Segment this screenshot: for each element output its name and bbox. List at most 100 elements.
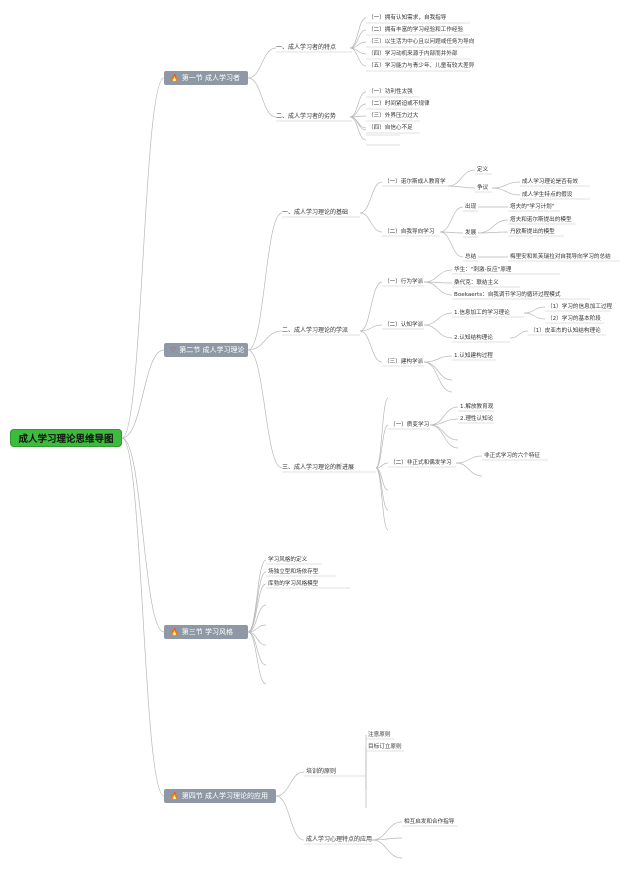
- connector-line: [359, 330, 383, 363]
- s1-b-item[interactable]: （一）功利性太强: [368, 89, 413, 95]
- s2-a2-dev-item[interactable]: 塔夫和诺尔斯提出的模型: [510, 217, 572, 223]
- root-node[interactable]: 成人学习理论思维导图: [10, 429, 122, 447]
- connector-line: [429, 406, 459, 426]
- connector-line: [121, 77, 165, 439]
- s2-branch-c[interactable]: 三、成人学习理论的新进展: [282, 464, 355, 471]
- connector-line: [275, 771, 305, 797]
- s2-c1-item[interactable]: 1.解放教育观: [460, 404, 494, 410]
- connector-line: [247, 631, 267, 685]
- s1-b-item[interactable]: （二）时间紧迫或不规律: [368, 101, 430, 107]
- connector-line: [121, 437, 165, 633]
- connector-line: [247, 77, 277, 118]
- s2-b1-item[interactable]: Boekaerts：自我调节学习的循环过程模式: [454, 292, 561, 298]
- connector-line: [371, 839, 403, 859]
- s2-b2[interactable]: （二）认知学派: [384, 322, 424, 328]
- s2-a2-dev-item[interactable]: 丹欧斯提出的模型: [510, 229, 555, 235]
- s2-b1-item[interactable]: 华生："刺激-反应"原理: [454, 267, 512, 273]
- fire-icon: 🔥: [170, 791, 179, 800]
- connector-line: [371, 837, 403, 841]
- connector-line: [375, 462, 389, 469]
- s1-a-item[interactable]: （一）拥有认知需求，自我指导: [368, 15, 447, 21]
- connector-line: [477, 219, 509, 234]
- s2-a1-dispute[interactable]: 争议: [477, 185, 489, 191]
- section-4-node[interactable]: 🔥第四节 成人学习理论的应用: [164, 789, 276, 803]
- section-1-node[interactable]: 🔥第一节 成人学习者: [164, 71, 248, 85]
- s2-b2-2-item[interactable]: （1）皮亚杰的认知结构理论: [530, 328, 601, 334]
- s3-item[interactable]: 场独立型和场依存型: [268, 569, 319, 575]
- connector-line: [247, 631, 267, 666]
- connector-line: [247, 583, 267, 633]
- s2-b2-1-item[interactable]: （1）学习的信息加工过程: [547, 304, 613, 310]
- s2-a2[interactable]: （二）自我导向学习: [384, 229, 435, 235]
- s2-branch-a[interactable]: 一、成人学习理论的基础: [282, 209, 349, 216]
- s4-branch-a[interactable]: 培训的原则: [306, 768, 337, 775]
- connector-line: [509, 330, 529, 339]
- s2-a1[interactable]: （一）诺尔斯成人教育学: [384, 179, 446, 185]
- s2-a2-appear[interactable]: 出现: [465, 204, 477, 210]
- connector-line: [447, 169, 476, 187]
- connector-line: [121, 349, 165, 439]
- connector-line: [455, 455, 483, 464]
- s2-b2-1[interactable]: 1.信息加工的学习理论: [454, 310, 510, 316]
- s2-branch-b[interactable]: 二、成人学习理论的学派: [282, 327, 349, 334]
- connector-line: [349, 17, 367, 49]
- fire-icon: 🔥: [170, 73, 179, 82]
- connector-line: [349, 116, 367, 141]
- s2-a2-sum[interactable]: 总结: [465, 254, 477, 260]
- section-3-node[interactable]: 🔥第三节 学习风格: [164, 625, 248, 639]
- s2-a1-dispute-item[interactable]: 成人学习理论是否有效: [522, 179, 578, 185]
- connector-line: [247, 624, 267, 633]
- connector-line: [523, 306, 546, 314]
- connector-line: [247, 604, 267, 633]
- connector-line: [349, 29, 367, 49]
- s2-b2-2[interactable]: 2.认知结构理论: [454, 335, 493, 341]
- connector-line: [247, 559, 267, 633]
- s4-a-item[interactable]: 注意原则: [368, 732, 391, 738]
- s2-c2-item[interactable]: 非正式学习的六个特征: [484, 453, 540, 459]
- s2-a1-dispute-item[interactable]: 成人学生特点的假设: [522, 192, 573, 198]
- s1-a-item[interactable]: （四）学习动机来源于内部而并外部: [368, 51, 458, 57]
- s2-c1-item[interactable]: 2.理性认知论: [460, 416, 494, 422]
- s2-b3-item[interactable]: 1.认知建构过程: [454, 353, 493, 359]
- s2-b1[interactable]: （一）行为学派: [384, 279, 424, 285]
- s1-a-item[interactable]: （五）学习能力与青少年、儿童有较大差异: [368, 63, 475, 69]
- s2-b1-item[interactable]: 桑代克：联结主义: [454, 280, 499, 286]
- s2-c1[interactable]: （一）质变学习: [390, 422, 430, 428]
- connector-line: [429, 418, 459, 426]
- connector-line: [429, 424, 459, 441]
- s2-a1-def[interactable]: 定义: [477, 167, 489, 173]
- connector-line: [359, 281, 383, 332]
- s4-a-item[interactable]: 目标订立原则: [368, 744, 402, 750]
- connector-line: [439, 206, 464, 233]
- connector-line: [477, 231, 509, 234]
- s1-a-item[interactable]: （三）以生活为中心且以问题或任务为导向: [368, 39, 475, 45]
- s4-b-item[interactable]: 相互启发和合作指导: [404, 819, 455, 825]
- connector-line: [375, 467, 389, 531]
- s2-b3[interactable]: （三）建构学派: [384, 359, 424, 365]
- s2-a2-appear-item[interactable]: 塔夫的"学习计划": [510, 204, 555, 210]
- s3-item[interactable]: 学习风格的定义: [268, 557, 308, 563]
- connector-line: [423, 281, 453, 296]
- section-2-node[interactable]: ♡第二节 成人学习理论: [164, 343, 248, 357]
- heart-icon: ♡: [170, 345, 177, 354]
- s1-b-item[interactable]: （三）外界压力过大: [368, 113, 419, 119]
- s1-b-item[interactable]: （四）自信心不足: [368, 125, 413, 131]
- fire-icon: 🔥: [170, 627, 179, 636]
- s4-branch-b[interactable]: 成人学习心理特点的应用: [306, 836, 373, 843]
- s3-item[interactable]: 库勃的学习风格模型: [268, 581, 319, 587]
- s1-branch-a[interactable]: 一、成人学习者的特点: [276, 44, 337, 51]
- connector-line: [247, 212, 283, 351]
- s2-a2-dev[interactable]: 发展: [465, 230, 477, 236]
- s1-branch-b[interactable]: 二、成人学习者的劣势: [276, 113, 337, 120]
- connector-line: [439, 231, 464, 234]
- connector-line: [491, 181, 521, 189]
- s1-a-item[interactable]: （二）拥有丰富的学习经验和工作经验: [368, 27, 464, 33]
- connector-line: [423, 361, 453, 393]
- s2-b2-1-item[interactable]: （2）学习的基本阶段: [547, 316, 601, 322]
- connector-line: [423, 324, 453, 339]
- s2-a2-sum-item[interactable]: 梅里安和凯芙瑞拉对自我导向学习的总结: [510, 254, 611, 260]
- section-4-label: 第四节 成人学习理论的应用: [181, 792, 268, 800]
- section-1-label: 第一节 成人学习者: [181, 74, 240, 82]
- s2-c2[interactable]: （二）非正式和偶发学习: [390, 460, 452, 466]
- connector-line: [349, 103, 367, 118]
